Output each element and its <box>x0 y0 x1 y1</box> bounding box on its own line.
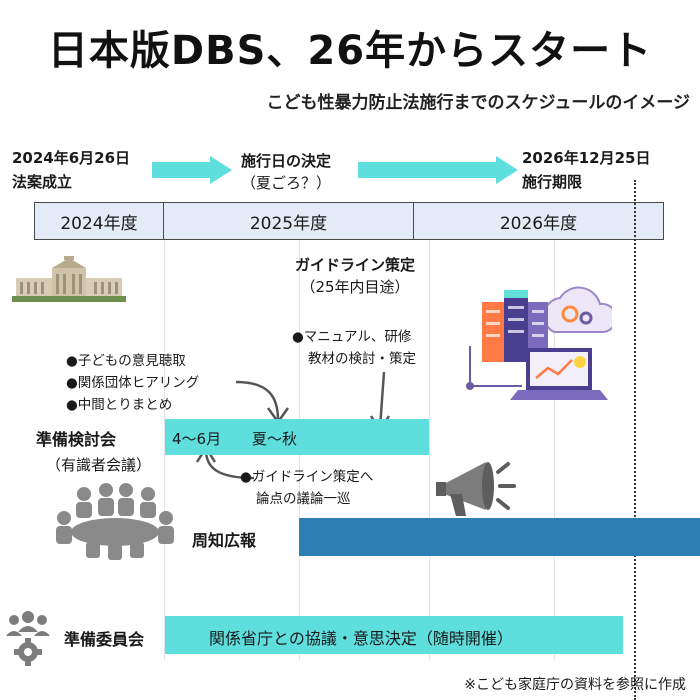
topic-2: ●関係団体ヒアリング <box>66 375 200 391</box>
prep-council-bar <box>165 616 623 654</box>
prep-council-label: 準備委員会 <box>64 630 145 649</box>
topic-1: ●子どもの意見聴取 <box>66 353 186 369</box>
prep-committee-bar <box>165 419 429 455</box>
manual-note: ●マニュアル、研修 教材の検討・策定 <box>292 326 416 370</box>
timeline-mid: 施行日の決定 （夏ごろ？） <box>226 150 346 194</box>
parliament-building-icon <box>12 256 126 302</box>
bar-period-2: 夏～秋 <box>252 430 298 448</box>
guideline-title: ガイドライン策定 <box>294 256 415 274</box>
discussion-line-1: ●ガイドライン策定へ <box>240 469 374 485</box>
timeline-start: 2024年6月26日 法案成立 <box>12 146 130 194</box>
mid-note: （夏ごろ？） <box>240 174 331 192</box>
discussion-line-2: 論点の議論一巡 <box>256 491 351 507</box>
manual-line-1: ●マニュアル、研修 <box>292 329 412 345</box>
fy-2026: 2026年度 <box>414 202 664 240</box>
grid-line <box>164 240 165 660</box>
topic-3: ●中間とりまとめ <box>66 397 173 413</box>
fy-2024: 2024年度 <box>34 202 164 240</box>
guideline-block: ガイドライン策定 （25年内目途） <box>280 254 430 298</box>
guideline-discussion-note: ●ガイドライン策定へ 論点の議論一巡 <box>240 466 373 510</box>
fiscal-year-row: 2024年度 2025年度 2026年度 <box>34 202 664 240</box>
guideline-note: （25年内目途） <box>300 278 410 296</box>
mid-label: 施行日の決定 <box>240 152 331 170</box>
grid-line <box>554 240 555 660</box>
committee-topics: ●子どもの意見聴取 ●関係団体ヒアリング ●中間とりまとめ <box>66 350 199 416</box>
publicity-bar <box>299 518 700 556</box>
manual-line-2: 教材の検討・策定 <box>308 351 416 367</box>
start-label: 法案成立 <box>12 173 73 191</box>
group-gear-icon <box>6 611 50 666</box>
prep-committee-label: 準備検討会 <box>36 430 117 449</box>
bar-period-1: 4～6月 <box>172 430 222 448</box>
end-date: 2026年12月25日 <box>522 149 651 167</box>
megaphone-icon <box>436 462 516 516</box>
server-cloud-laptop-icon <box>466 286 612 400</box>
grid-line <box>429 240 430 660</box>
page-title: 日本版DBS、26年からスタート <box>47 28 653 74</box>
meeting-table-icon <box>56 483 174 560</box>
prep-council-bar-text: 関係省庁との協議・意思決定（随時開催） <box>209 629 513 648</box>
source-note: ※こども家庭庁の資料を参照に作成 <box>464 677 686 693</box>
deadline-dotted-line <box>634 180 636 700</box>
timeline-end: 2026年12月25日 施行期限 <box>522 146 651 194</box>
page-subtitle: こども性暴力防止法施行までのスケジュールのイメージ <box>266 93 690 113</box>
timeline-arrow-2 <box>358 156 518 184</box>
timeline-arrow-1 <box>152 156 232 184</box>
prep-committee-sub: （有識者会議） <box>46 456 152 474</box>
publicity-label: 周知広報 <box>192 531 257 550</box>
fy-2025: 2025年度 <box>164 202 414 240</box>
start-date: 2024年6月26日 <box>12 149 131 167</box>
end-label: 施行期限 <box>522 173 583 191</box>
